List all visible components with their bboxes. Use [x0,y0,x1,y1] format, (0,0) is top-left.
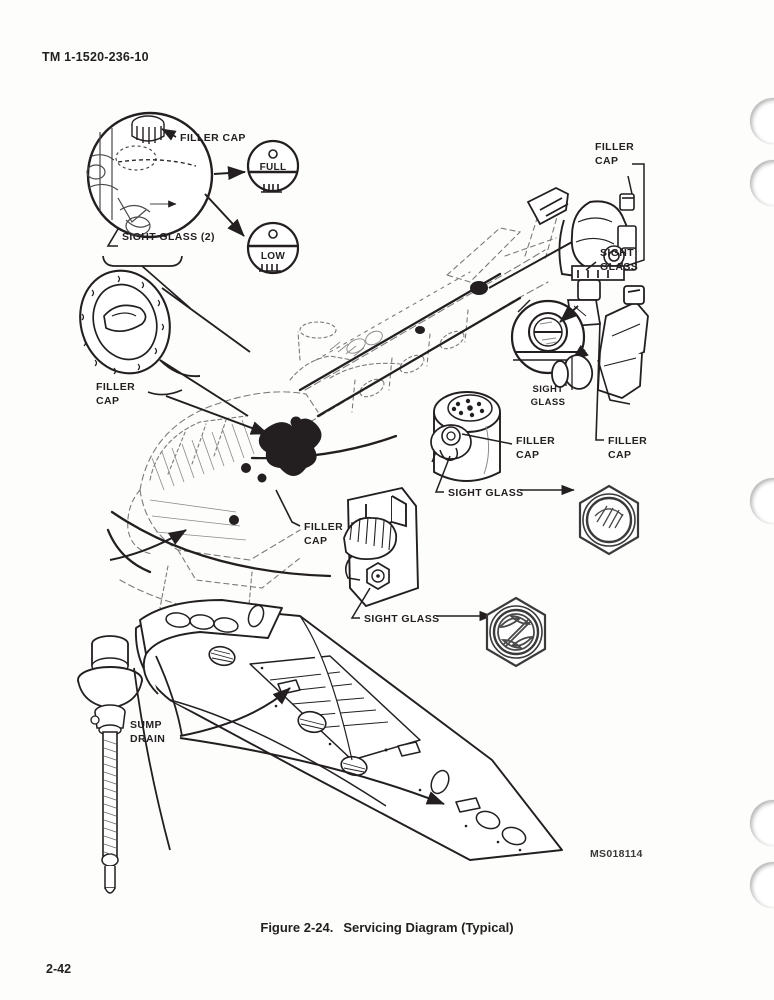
figure-caption-title: Servicing Diagram (Typical) [343,920,514,935]
callout-tank-filler-cap-l1: FILLER [516,435,555,447]
callout-mid-sight-glass-l2: GLASS [531,397,566,408]
callout-mid-filler-cap-l1: FILLER [608,435,647,447]
callout-lower-filler-cap-l1: FILLER [304,521,343,533]
callout-mid-filler-cap-l2: CAP [608,449,631,461]
callout-mid-sight-glass-l1: SIGHT [532,384,563,395]
callout-sump-drain-l2: DRAIN [130,733,165,745]
callout-tank-sight-glass: SIGHT GLASS [448,487,524,499]
callout-tank-filler-cap-l2: CAP [516,449,539,461]
callout-lower-sight-glass: SIGHT GLASS [364,613,440,625]
callout-tailrotor-sight-glass-l2: GLASS [600,261,638,273]
hex-sight-glass-detail-lower [485,596,547,668]
gauge-full-label: FULL [260,162,287,173]
gauge-full-detail: FULL [246,139,300,193]
figure-caption-number: Figure 2-24. [260,920,334,935]
tm-number-header: TM 1-1520-236-10 [42,50,149,64]
callout-detail-filler-cap: FILLER CAP [180,132,246,144]
callout-detail-sight-glass-l1: SIGHT GLASS (2) [122,231,215,243]
page-number: 2-42 [46,962,72,976]
callout-sump-drain-l1: SUMP [130,719,162,731]
gauge-low-detail: LOW [246,221,300,275]
gauge-low-label: LOW [261,251,285,262]
callout-left-filler-cap-l2: CAP [96,395,119,407]
hex-sight-glass-detail-upper [578,484,640,556]
callout-tailrotor-sight-glass-l1: SIGHT [600,247,634,259]
servicing-diagram-figure: FILLER CAP SIGHT GLASS (2) FULL LOW [0,60,774,900]
drawing-number: MS018114 [590,848,643,860]
callout-lower-filler-cap-l2: CAP [304,535,327,547]
callout-tailrotor-filler-cap-l1: FILLER [595,141,634,153]
callout-left-filler-cap-l1: FILLER [96,381,135,393]
callout-tailrotor-filler-cap-l2: CAP [595,155,618,167]
figure-caption: Figure 2-24. Servicing Diagram (Typical) [0,920,774,935]
